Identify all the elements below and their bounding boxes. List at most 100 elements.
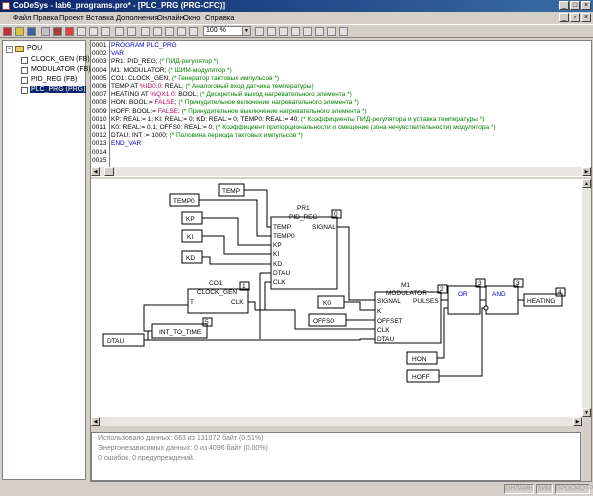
menu-online[interactable]: Онлайн xyxy=(157,13,184,22)
or-order-badge xyxy=(475,278,486,288)
code-text: HEATING AT xyxy=(111,91,151,99)
chevron-down-icon[interactable]: ▼ xyxy=(242,27,250,35)
canvas-hscrollbar[interactable] xyxy=(91,417,582,426)
line-number: 0002 xyxy=(92,50,107,58)
build-icon[interactable] xyxy=(53,27,62,36)
canvas-vscrollbar[interactable] xyxy=(582,179,591,417)
in-pin-icon[interactable] xyxy=(327,27,336,36)
code-text: CO1: CLOCK_GEN; xyxy=(111,74,172,82)
m1-pin-label: CLK xyxy=(377,327,390,334)
code-line: HEATING AT %QX1.0: BOOL; (* Дискретный в… xyxy=(111,91,352,98)
tree-item-modulator[interactable]: MODULATOR (FB) xyxy=(31,66,91,73)
save-icon[interactable] xyxy=(27,27,36,36)
message-window[interactable]: Использовано данных: 663 из 131072 байт … xyxy=(91,432,581,481)
input-icon[interactable] xyxy=(141,27,150,36)
and-label: AND xyxy=(492,291,506,298)
scroll-right-icon[interactable]: ▶ xyxy=(582,167,591,176)
code-address: FALSE xyxy=(157,107,179,115)
connection-mark-icon[interactable] xyxy=(315,27,324,36)
close-button[interactable]: × xyxy=(581,1,591,10)
mdi-close-button[interactable]: × xyxy=(581,13,591,22)
collapse-icon[interactable]: − xyxy=(6,46,13,53)
code-line: END_VAR xyxy=(111,140,141,147)
find-next-icon[interactable] xyxy=(127,27,136,36)
message-line: 0 ошибок, 0 предупреждений. xyxy=(98,455,195,462)
scroll-thumb[interactable] xyxy=(104,167,114,176)
menu-window[interactable]: Окно xyxy=(183,13,201,22)
copy-icon[interactable] xyxy=(89,27,98,36)
line-number: 0007 xyxy=(92,91,107,99)
stop-icon[interactable] xyxy=(65,27,74,36)
menu-insert[interactable]: Вставка xyxy=(86,13,114,22)
input-hon-label: HON xyxy=(412,356,427,363)
declaration-editor[interactable]: 0001 0002 0003 0004 0005 0006 0007 0008 … xyxy=(91,41,591,167)
output-icon[interactable] xyxy=(153,27,162,36)
input-hoff-label: HOFF xyxy=(412,374,430,381)
minimize-button[interactable]: _ xyxy=(559,1,569,10)
comment-icon[interactable] xyxy=(255,27,264,36)
box-icon[interactable] xyxy=(165,27,174,36)
return-icon[interactable] xyxy=(189,27,198,36)
pr1-instance-label: PR1 xyxy=(297,205,310,212)
open-icon[interactable] xyxy=(15,27,24,36)
line-number: 0004 xyxy=(92,66,107,74)
scroll-left-icon[interactable]: ◀ xyxy=(91,167,100,176)
scroll-down-icon[interactable]: ▼ xyxy=(582,408,591,417)
m1-pin-label: DTAU xyxy=(377,336,395,343)
m1-instance-label: M1 xyxy=(401,282,410,289)
m1-order-label: 2 xyxy=(440,286,444,293)
cut-icon[interactable] xyxy=(77,27,86,36)
scroll-right-icon[interactable]: ▶ xyxy=(573,417,582,426)
code-text: DTAU: INT := 1000; xyxy=(111,132,170,140)
mdi-minimize-button[interactable]: _ xyxy=(559,13,569,22)
splitter[interactable] xyxy=(91,176,591,179)
menu-help[interactable]: Справка xyxy=(205,13,235,22)
line-number: 0001 xyxy=(92,42,107,49)
pr1-pin-label: KD xyxy=(273,261,282,268)
label-icon[interactable] xyxy=(267,27,276,36)
tree-root-pou[interactable]: POU xyxy=(27,45,43,52)
output-heating-box[interactable] xyxy=(523,293,563,307)
maximize-button[interactable]: □ xyxy=(570,1,580,10)
line-number: 0003 xyxy=(92,58,107,66)
scroll-left-icon[interactable]: ◀ xyxy=(91,417,100,426)
find-icon[interactable] xyxy=(115,27,124,36)
code-comment: (* Коэффициенты ПИД-регулятора и уставка… xyxy=(300,115,485,123)
line-number: 0013 xyxy=(92,140,107,148)
m1-block[interactable] xyxy=(374,291,442,344)
menu-extras[interactable]: Дополнения xyxy=(116,13,159,22)
code-text: PR1: PID_REG; xyxy=(111,58,160,66)
print-icon[interactable] xyxy=(41,27,50,36)
tree-item-plc-prg[interactable]: PLC_PRG (PRG) xyxy=(30,86,87,93)
co1-output-label: CLK xyxy=(231,299,244,306)
status-view: ПРОСМОТР xyxy=(555,484,593,494)
set-reset-icon[interactable] xyxy=(291,27,300,36)
code-text: : BOOL; xyxy=(174,91,200,99)
new-icon[interactable] xyxy=(3,27,12,36)
co1-block[interactable] xyxy=(187,288,249,314)
menu-edit[interactable]: Правка xyxy=(33,13,59,22)
paste-icon[interactable] xyxy=(101,27,110,36)
declaration-scrollbar[interactable] xyxy=(91,167,591,176)
code-address: %QX1.0 xyxy=(150,91,175,99)
tree-item-clock-gen[interactable]: CLOCK_GEN (FB) xyxy=(31,56,90,63)
pr1-order-label: 0 xyxy=(334,211,338,218)
mdi-restore-button[interactable]: ▫ xyxy=(570,13,580,22)
out-pin-icon[interactable] xyxy=(339,27,348,36)
zoom-select[interactable]: 100 % ▼ xyxy=(203,26,251,36)
m1-type-label: MODULATOR xyxy=(386,290,427,297)
enable-icon[interactable] xyxy=(303,27,312,36)
menu-file[interactable]: Файл xyxy=(13,13,32,22)
negate-icon[interactable] xyxy=(279,27,288,36)
pou-tree-panel: − POU CLOCK_GEN (FB) MODULATOR (FB) PID_… xyxy=(2,40,91,480)
input-k0-label: K0 xyxy=(323,300,331,307)
jump-icon[interactable] xyxy=(177,27,186,36)
pr1-block[interactable] xyxy=(270,216,338,290)
message-line: Использовано данных: 663 из 131072 байт … xyxy=(98,435,264,442)
input-k0-box[interactable] xyxy=(317,295,345,309)
pr1-order-badge xyxy=(331,209,342,219)
scroll-up-icon[interactable]: ▲ xyxy=(582,179,591,188)
tree-item-pid-reg[interactable]: PID_REG (FB) xyxy=(31,76,78,83)
cfc-canvas[interactable]: TEMP TEMP0 KP KI KD DTAU K0 OFFS0 HON HO… xyxy=(91,179,582,417)
menu-project[interactable]: Проект xyxy=(59,13,84,22)
